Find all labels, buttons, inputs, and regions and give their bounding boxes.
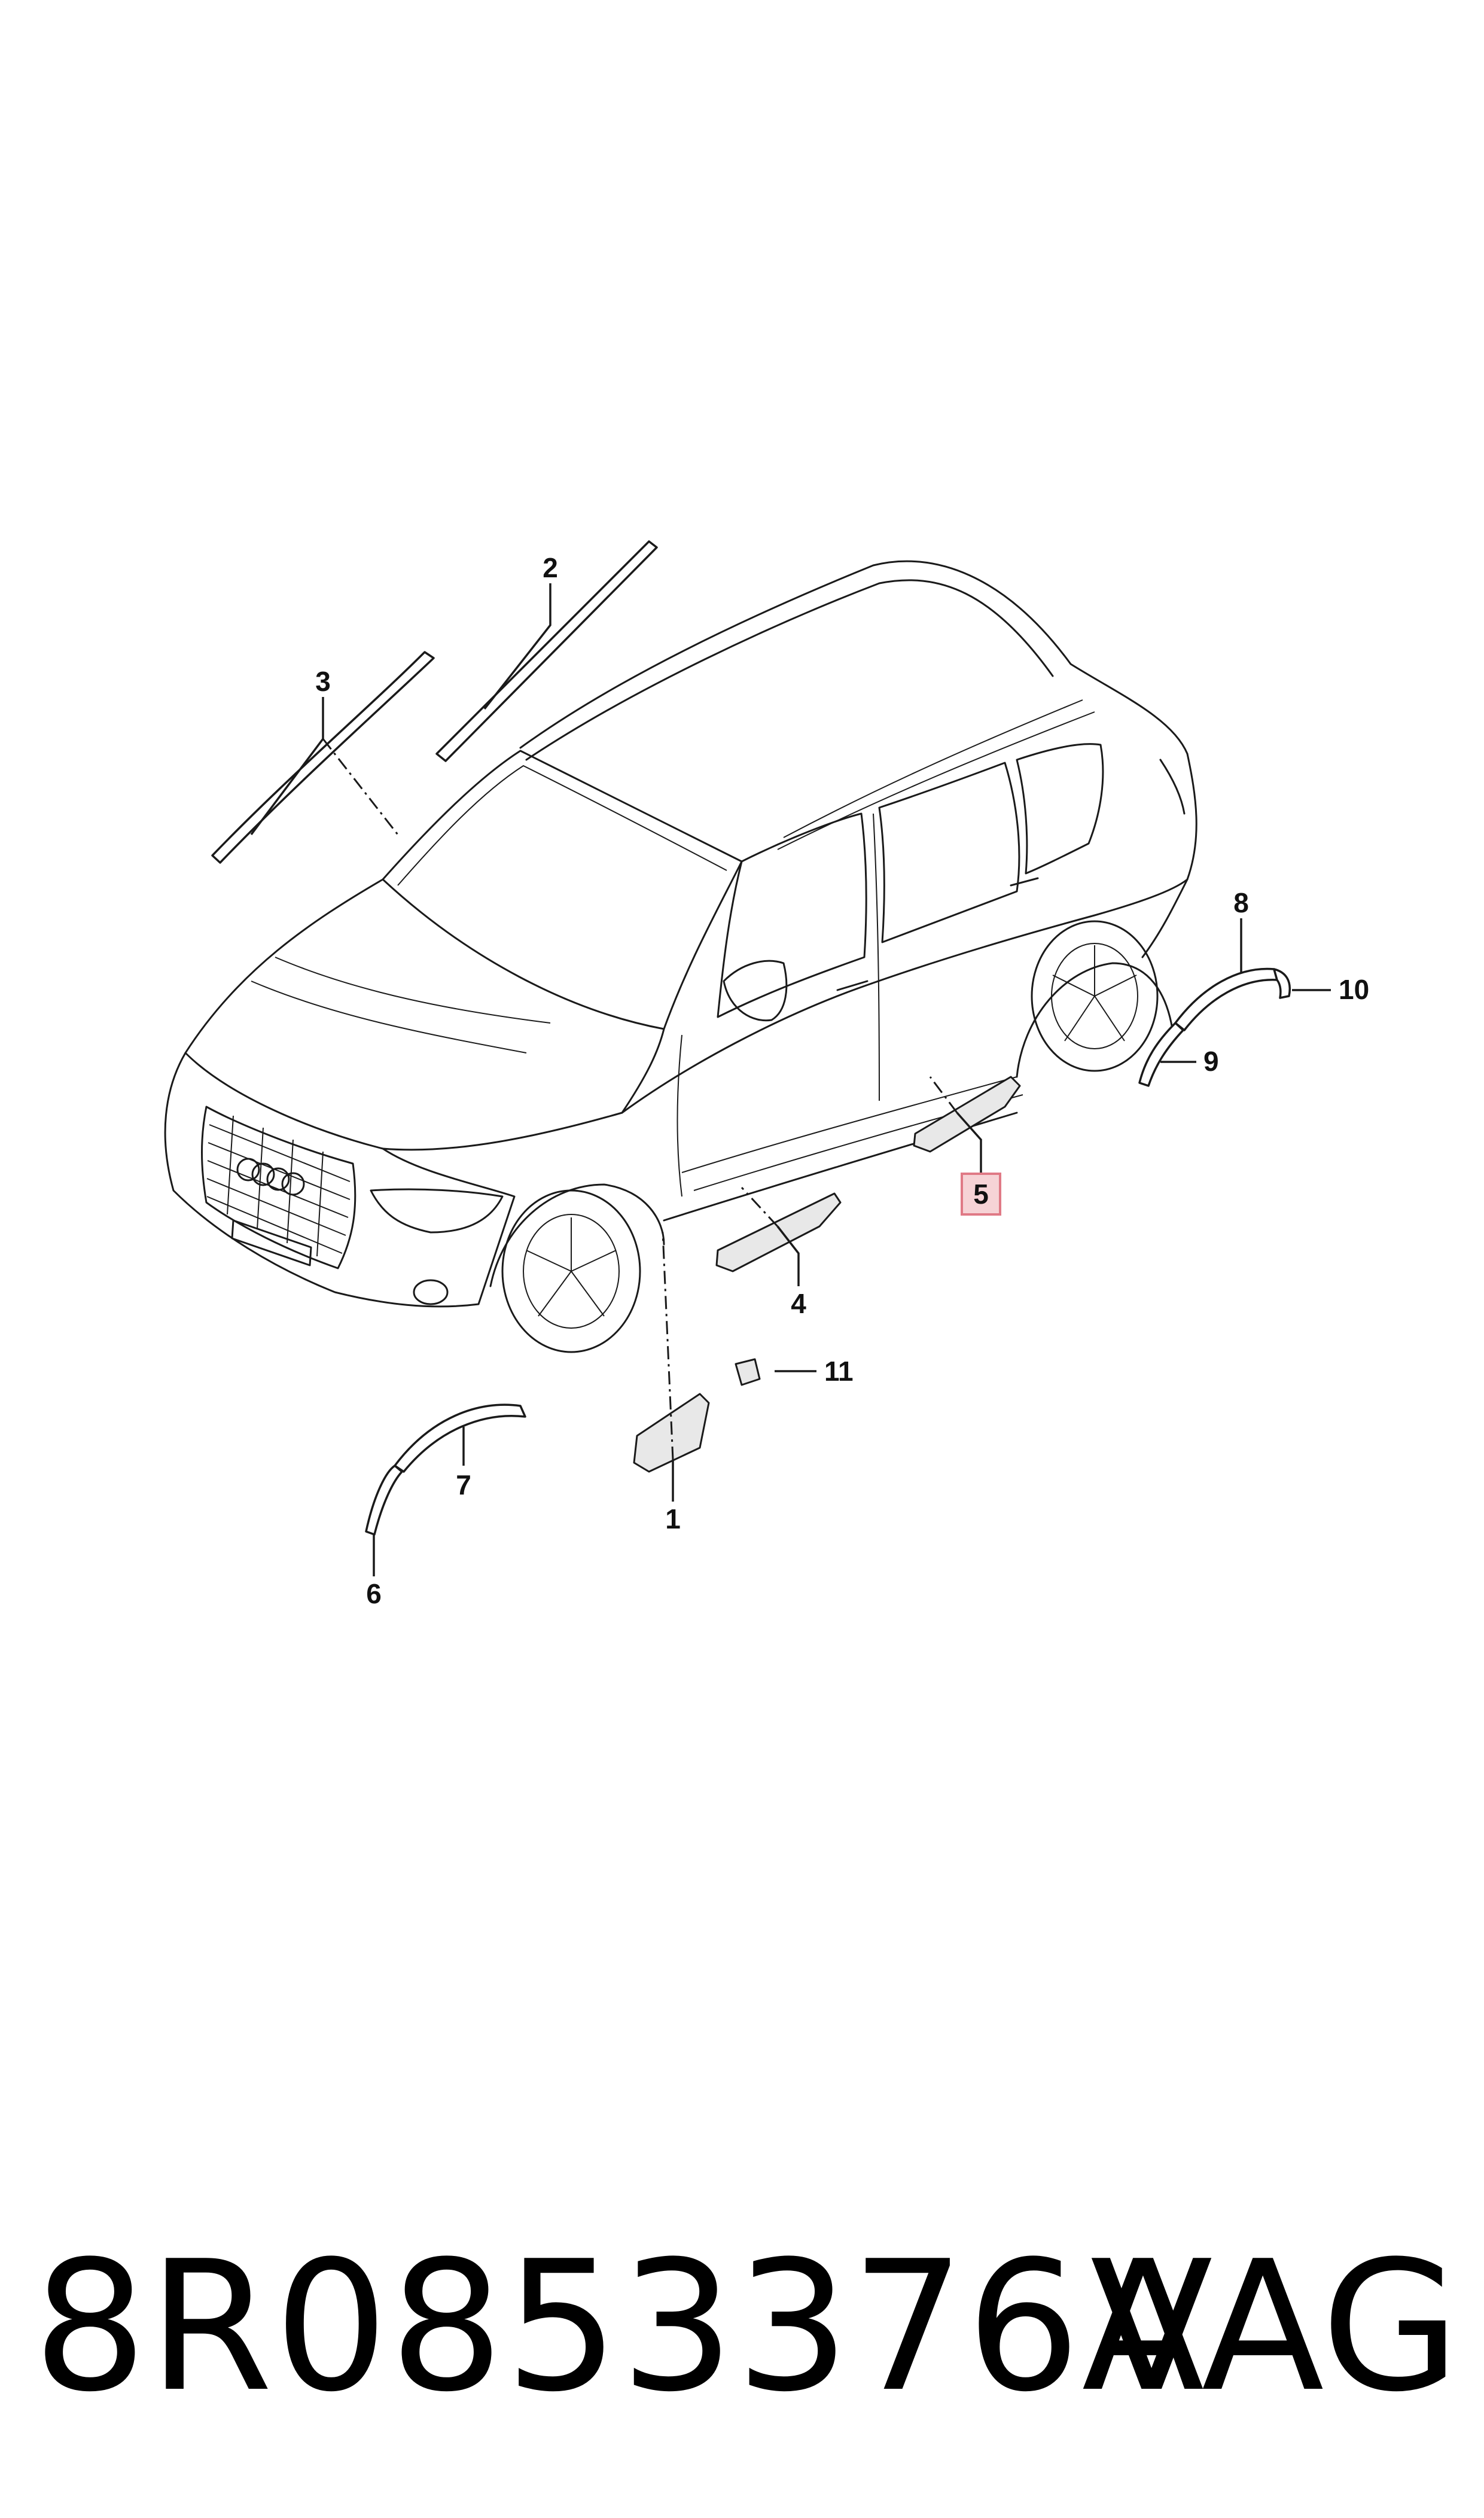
callout-2: 2 [543,552,558,583]
rear-wheel-spokes [1052,945,1137,1042]
part-8-arch-trim [1174,967,1278,1031]
callout-11: 11 [824,1356,854,1387]
callout-5: 5 [973,1179,989,1210]
callout-labels: 2 3 4 5 1 11 7 6 8 10 9 [315,552,1369,1609]
part-11-clip [735,1358,761,1386]
callout-1: 1 [665,1503,681,1534]
callout-8: 8 [1233,887,1249,918]
callout-9: 9 [1203,1046,1219,1077]
part-4-sill-trim [715,1192,842,1272]
callout-7: 7 [456,1469,471,1500]
part-9-arch-trim [1138,1022,1184,1087]
callout-4: 4 [791,1288,806,1319]
part-5-sill-trim [913,1076,1021,1153]
footer: 8R0853376A VAG [0,2213,1484,2441]
callout-5-highlight [961,1173,1001,1216]
part-number: 8R0853376A [33,2222,1206,2431]
part-2-trim-strip [435,540,658,762]
front-wheel-spokes [526,1217,617,1317]
callout-6: 6 [366,1578,382,1609]
brand-label: VAG [1090,2222,1460,2431]
part-7-arch-trim [394,1403,526,1473]
callout-10: 10 [1339,974,1369,1005]
part-10-arch-end [1273,968,1291,999]
car-illustration [164,560,1197,1353]
callout-3: 3 [315,666,331,697]
rings-logo [236,1158,305,1196]
part-6-arch-trim [365,1464,403,1536]
part-3-trim-strip [211,651,435,864]
leader-lines [250,583,1331,1576]
